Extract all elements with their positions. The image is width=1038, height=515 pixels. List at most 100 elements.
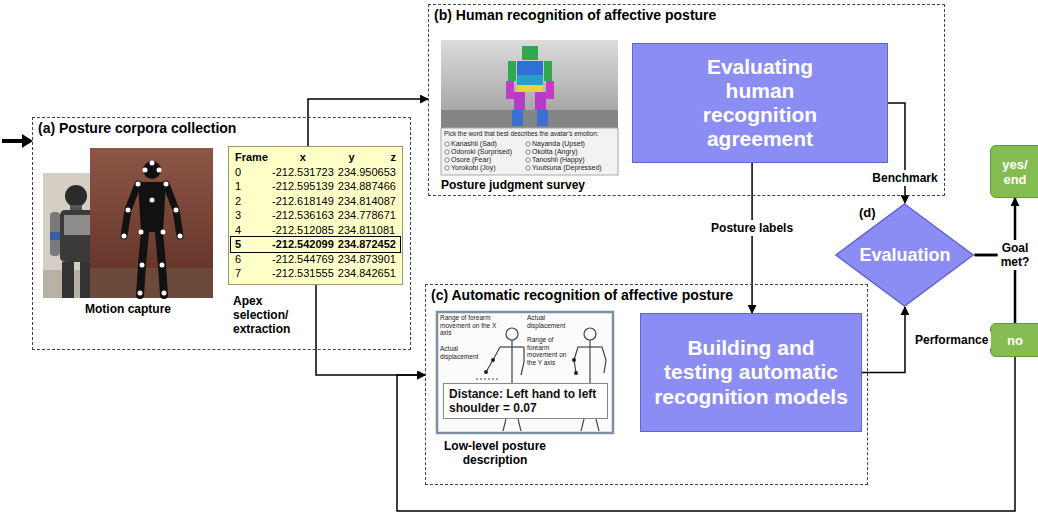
edge-label-anchor: Goal met? [998,240,1033,270]
figure-text: Nayanda (Upset) [532,140,616,148]
motion-capture-photo [90,268,213,298]
joint-dot [484,370,488,374]
entry-arrow [2,139,24,143]
label-anchor: Odoroki (Surprised) [451,148,527,156]
motion-capture-photo [62,262,74,298]
label-anchor: Motion capture [68,302,188,316]
panel-heading: (b) Human recognition of affective postu… [429,5,721,25]
capture-marker [162,291,167,296]
edge-label: Performance [912,332,991,348]
label-anchor: Actual displacement [527,314,573,329]
survey-screenshot [506,81,514,99]
survey-screenshot [522,46,538,60]
label-anchor: Yorokobi (Joy) [451,164,527,172]
capture-marker [174,208,179,213]
radio-button [445,150,449,154]
terminal-box: no [990,323,1038,357]
capture-marker [136,182,141,187]
figure-text: Range of forearm movement on the Y axis [527,336,567,366]
edge-label-anchor: Performance [912,332,991,348]
capture-marker [160,263,165,268]
capture-marker [143,168,148,173]
survey-screenshot [535,92,546,110]
radio-button [445,158,449,162]
table-cell: -212.531555 [270,266,336,281]
table-cell: 1 [233,179,270,194]
figure-caption: Posture judgment survey [441,178,601,192]
step-letter: (d) [859,205,876,221]
label-anchor: Yuutsuna (Depressed) [532,164,616,172]
data-table: Framexyz0-212.531723234.9506531-212.5951… [228,146,403,285]
capture-marker [161,230,166,235]
label-anchor: Tanoshii (Happy) [532,156,616,164]
table-cell: 234.950653 [336,165,398,180]
figure-text: Okotta (Angry) [532,148,616,156]
table-cell: 234.778671 [336,208,398,223]
label-anchor: Pick the word that best describes the av… [444,130,618,138]
table-cell: 234.811081 [336,223,398,238]
posture-description-figure [437,312,613,433]
stick-figure [486,347,500,372]
radio-button [526,158,530,162]
motion-capture-photo [159,232,164,295]
table-cell: y [336,150,367,165]
entry-arrow [2,134,33,148]
motion-capture-photo [50,232,60,240]
motion-capture-photo [64,215,90,235]
panel-heading: (c) Automatic recognition of affective p… [426,285,738,305]
table-cell: 2 [233,194,270,209]
table-cell: -212.595139 [270,179,336,194]
capture-marker [126,208,131,213]
survey-screenshot [517,85,543,92]
table-cell: 234.873901 [336,252,398,267]
table-cell: -212.531723 [270,165,336,180]
survey-screenshot [537,110,548,126]
figure-text: Osore (Fear) [451,156,527,164]
capture-marker [122,234,127,239]
radio-button [526,142,530,146]
table-cell: 234.887466 [336,179,398,194]
table-cell: 5 [233,237,270,252]
label-anchor: Posture judgment survey [441,178,601,192]
table-cell: -212.618149 [270,194,336,209]
figure-caption: Motion capture [68,302,188,316]
capture-marker [139,230,144,235]
table-cell: 234.814087 [336,194,398,209]
motion-capture-photo [143,161,161,179]
figure-text: Actual displacement [527,314,573,329]
edge-label: Goal met? [998,240,1033,270]
motion-capture-photo [138,182,166,232]
label-anchor: Range of forearm movement on the Y axis [527,336,567,366]
group-panel: (b) Human recognition of affective postu… [428,4,945,196]
table-cell: -212.536163 [270,208,336,223]
figure-text: Range of forearm movement on the X axis [440,314,502,337]
motion-capture-photo [140,232,145,295]
table-cell: 4 [233,223,270,238]
survey-screenshot [441,40,618,175]
table-cell: z [367,150,398,165]
process-label: Building and testing automatic recogniti… [651,336,851,408]
figure-text: Yuutsuna (Depressed) [532,164,616,172]
survey-screenshot [514,92,525,110]
joint-dot [574,371,578,375]
figure-text: Actual displacement [440,345,480,360]
motion-capture-photo [166,184,180,236]
diamond-shape [836,204,973,306]
stick-figure [518,419,521,431]
edge-label-anchor: Posture labels [708,220,796,236]
table-cell: -212.544769 [270,252,336,267]
label-anchor: Nayanda (Upset) [532,140,616,148]
label-anchor: Range of forearm movement on the X axis [440,314,502,337]
radio-button [526,166,530,170]
figure-text: Yorokobi (Joy) [451,164,527,172]
annotation-text: Distance: Left hand to left shoulder = 0… [449,387,602,415]
figure-caption: Low-level posture description [430,439,560,467]
panel-heading: (a) Posture corpora collection [33,118,241,138]
stick-figure [596,419,599,431]
flow-connector [316,285,425,376]
capture-marker [138,291,143,296]
motion-capture-photo [65,185,87,207]
decision-diamond: (d)Evaluation [835,203,974,307]
process-box: Evaluating human recognition agreement [632,43,888,163]
